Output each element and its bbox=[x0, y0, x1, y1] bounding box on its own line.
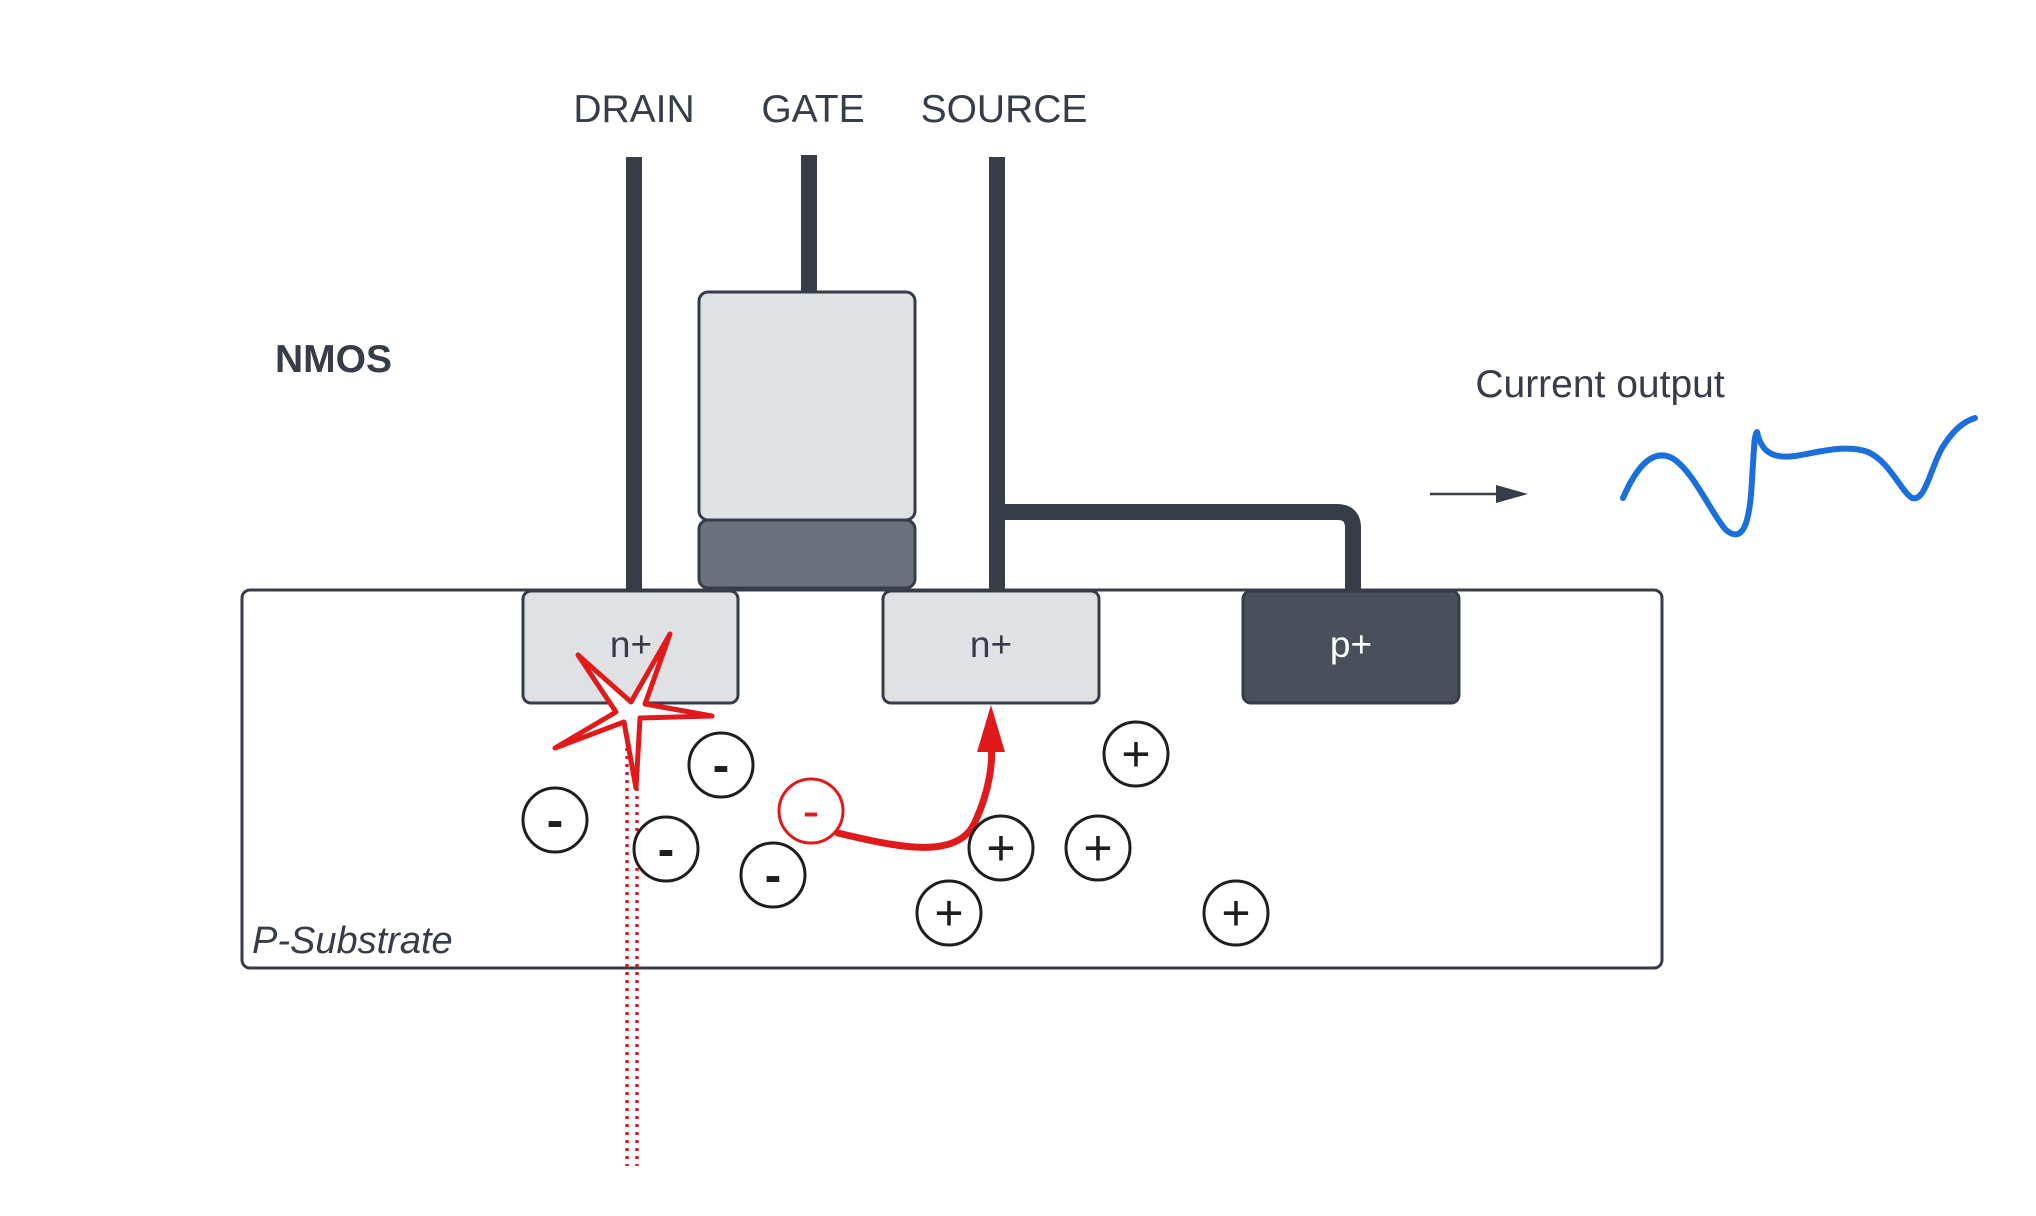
electron-drift-arrow bbox=[834, 742, 996, 851]
drain-label: DRAIN bbox=[573, 88, 694, 131]
hole: + bbox=[1102, 720, 1170, 788]
source-label: SOURCE bbox=[921, 88, 1088, 131]
gate-electrode bbox=[697, 290, 917, 522]
body-contact-diffusion bbox=[1241, 589, 1461, 705]
output-arrowhead-icon bbox=[1496, 485, 1528, 503]
electron: - bbox=[739, 841, 807, 909]
svg-text:-: - bbox=[803, 783, 820, 839]
diagram-title: NMOS bbox=[275, 338, 392, 381]
svg-text:-: - bbox=[765, 847, 782, 903]
hole: + bbox=[967, 814, 1035, 882]
gate-label: GATE bbox=[761, 88, 864, 131]
output-waveform bbox=[1620, 415, 1978, 538]
drift-arrowhead-icon bbox=[977, 705, 1005, 752]
substrate-label: P-Substrate bbox=[252, 920, 453, 962]
electron: - bbox=[687, 731, 755, 799]
impact-starburst-icon bbox=[552, 631, 715, 791]
svg-text:+: + bbox=[1221, 885, 1250, 941]
svg-text:+: + bbox=[1083, 820, 1112, 876]
electron: - bbox=[632, 815, 700, 883]
svg-text:-: - bbox=[547, 792, 564, 848]
hole: + bbox=[1064, 814, 1132, 882]
source-diffusion-label: n+ bbox=[970, 624, 1012, 665]
body-contact-label: p+ bbox=[1330, 624, 1372, 665]
gate-oxide bbox=[697, 518, 917, 590]
hole: + bbox=[915, 879, 983, 947]
svg-text:+: + bbox=[1121, 726, 1150, 782]
current-output-label: Current output bbox=[1475, 363, 1724, 406]
svg-text:-: - bbox=[713, 737, 730, 793]
drifting-electron: - bbox=[777, 777, 845, 845]
electron: - bbox=[521, 786, 589, 854]
svg-text:+: + bbox=[986, 820, 1015, 876]
hole: + bbox=[1202, 879, 1270, 947]
drain-diffusion-label: n+ bbox=[610, 624, 652, 665]
svg-text:-: - bbox=[658, 821, 675, 877]
body-tie-wire bbox=[997, 504, 1361, 592]
svg-text:+: + bbox=[934, 885, 963, 941]
source-diffusion bbox=[881, 589, 1101, 705]
